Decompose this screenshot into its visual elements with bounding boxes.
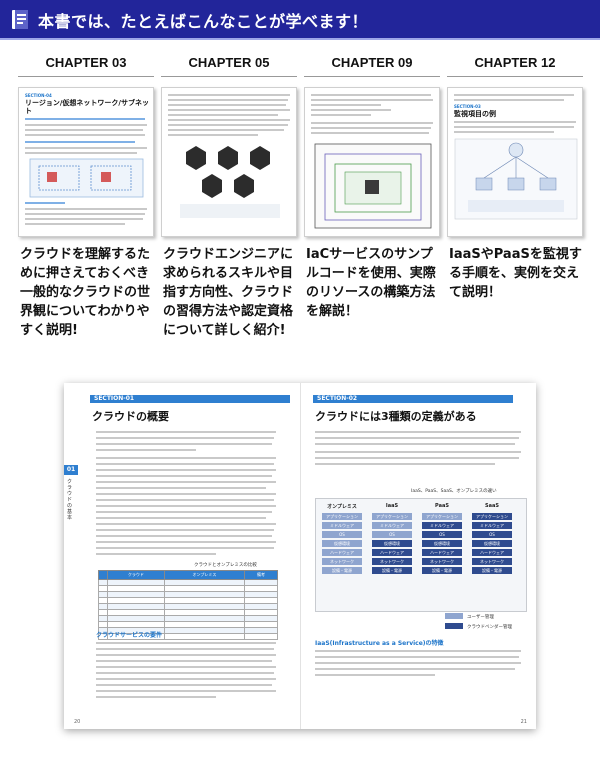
layer-cell: ネットワーク <box>422 558 462 565</box>
section-title: クラウドの概要 <box>92 410 169 423</box>
diagram-column-header: オンプレミス <box>327 504 357 510</box>
layer-cell: ネットワーク <box>472 558 512 565</box>
layer-cell: OS <box>472 531 512 538</box>
legend-label-user: ユーザー管理 <box>467 615 494 620</box>
layer-cell: ハードウェア <box>422 549 462 556</box>
thumbnail-monitoring-diagram <box>454 138 578 220</box>
layer-cell: 仮想環境 <box>472 540 512 547</box>
section-bar <box>90 395 290 403</box>
banner-title: 本書では、たとえばこんなことが学べます！ <box>38 12 369 31</box>
chapter-thumbnail: SECTION-04 リージョン/仮想ネットワーク/サブネット <box>18 87 154 237</box>
layer-cell: 仮想環境 <box>372 540 412 547</box>
thumbnail-network-diagram <box>314 143 432 229</box>
chapter-thumbnail <box>304 87 440 237</box>
layer-cell: ミドルウェア <box>322 522 362 529</box>
layer-cell: OS <box>422 531 462 538</box>
chapter-card-12: CHAPTER 12 SECTION-03 監視項目の例 IaaSやPaaSを監… <box>447 50 583 302</box>
layer-cell: ネットワーク <box>322 558 362 565</box>
layer-cell: ミドルウェア <box>472 522 512 529</box>
chapter-card-05: CHAPTER 05 クラウドエンジニアに求められるスキルや目指す方向性、クラウ… <box>161 50 297 340</box>
chapter-thumbnail <box>161 87 297 237</box>
legend-label-vendor: クラウドベンダー管理 <box>467 625 512 630</box>
layer-cell: ミドルウェア <box>422 522 462 529</box>
thumbnail-title: 監視項目の例 <box>454 110 496 118</box>
thumbnail-section-label: SECTION-04 <box>25 93 52 98</box>
diagram-column-header: IaaS <box>385 503 399 509</box>
book-spread-sample: SECTION-01 クラウドの概要 01 クラウドの基本 クラウドとオンプレミ… <box>64 383 536 729</box>
layer-cell: 設備・電源 <box>472 567 512 574</box>
layer-cell: OS <box>322 531 362 538</box>
layer-cell: 設備・電源 <box>422 567 462 574</box>
layer-cell: ハードウェア <box>472 549 512 556</box>
chapter-heading: CHAPTER 09 <box>304 50 440 77</box>
subsection-heading: クラウドサービスの要件 <box>96 632 163 639</box>
thumbnail-section-label: SECTION-03 <box>454 104 481 109</box>
thumbnail-title: リージョン/仮想ネットワーク/サブネット <box>25 99 149 115</box>
section-label: SECTION-01 <box>94 395 135 402</box>
layer-cell: 仮想環境 <box>322 540 362 547</box>
layer-cell: アプリケーション <box>322 513 362 520</box>
layer-cell: ミドルウェア <box>372 522 412 529</box>
diagram-column-header: SaaS <box>485 503 499 509</box>
chapter-card-09: CHAPTER 09 IaCサービスのサンプルコードを使用、実際のリソースの構築… <box>304 50 440 321</box>
layer-cell: 仮想環境 <box>422 540 462 547</box>
left-page: SECTION-01 クラウドの概要 01 クラウドの基本 クラウドとオンプレミ… <box>64 383 300 729</box>
thumbnail-diagram <box>29 158 144 198</box>
diagram-caption: IaaS、PaaS、SaaS、オンプレミスの違い <box>411 489 497 494</box>
section-bar <box>313 395 513 403</box>
layer-cell: アプリケーション <box>422 513 462 520</box>
banner-divider <box>0 38 600 40</box>
layer-cell: OS <box>372 531 412 538</box>
section-title: クラウドには3種類の定義がある <box>315 410 477 423</box>
chapter-description: IaaSやPaaSを監視する手順を、実例を交えて説明！ <box>449 247 582 300</box>
table-header: クラウド <box>106 570 165 580</box>
layer-cell: 設備・電源 <box>322 567 362 574</box>
chapter-thumbnail: SECTION-03 監視項目の例 <box>447 87 583 237</box>
table-header: オンプレミス <box>163 570 246 580</box>
table-header: 備考 <box>244 570 278 580</box>
chapter-heading: CHAPTER 05 <box>161 50 297 77</box>
table-header <box>98 570 108 580</box>
chapter-description: クラウドエンジニアに求められるスキルや目指す方向性、クラウドの習得方法や認定資格… <box>163 247 294 338</box>
layer-cell: ネットワーク <box>372 558 412 565</box>
chapter-heading: CHAPTER 12 <box>447 50 583 77</box>
layer-cell: アプリケーション <box>372 513 412 520</box>
legend-swatch-vendor <box>445 623 463 629</box>
chapter-side-label: クラウドの基本 <box>67 479 73 521</box>
page-number: 21 <box>520 719 527 725</box>
chapter-description: IaCサービスのサンプルコードを使用、実際のリソースの構築方法を解説！ <box>306 247 436 319</box>
legend-swatch-user <box>445 613 463 619</box>
subsection-heading: IaaS(Infrastructure as a Service)の特徴 <box>315 640 444 647</box>
chapter-heading: CHAPTER 03 <box>18 50 154 77</box>
layer-cell: アプリケーション <box>472 513 512 520</box>
layer-cell: ハードウェア <box>322 549 362 556</box>
diagram-column-header: PaaS <box>435 503 449 509</box>
chapter-tab: 01 <box>64 465 78 475</box>
right-page: SECTION-02 クラウドには3種類の定義がある IaaS、PaaS、Saa… <box>300 383 537 729</box>
comparison-table: クラウド オンプレミス 備考 <box>98 570 278 640</box>
chapter-description: クラウドを理解するために押さえておくべき一般的なクラウドの世界観についてわかりや… <box>20 247 151 338</box>
book-icon <box>12 10 28 29</box>
thumbnail-hexagon-diagram <box>180 146 280 218</box>
table-caption: クラウドとオンプレミスの比較 <box>194 563 257 568</box>
page-number: 20 <box>74 719 81 725</box>
section-label: SECTION-02 <box>317 395 358 402</box>
header-banner: 本書では、たとえばこんなことが学べます！ <box>0 0 600 38</box>
layer-cell: ハードウェア <box>372 549 412 556</box>
layer-cell: 設備・電源 <box>372 567 412 574</box>
chapter-card-03: CHAPTER 03 SECTION-04 リージョン/仮想ネットワーク/サブネ… <box>18 50 154 340</box>
